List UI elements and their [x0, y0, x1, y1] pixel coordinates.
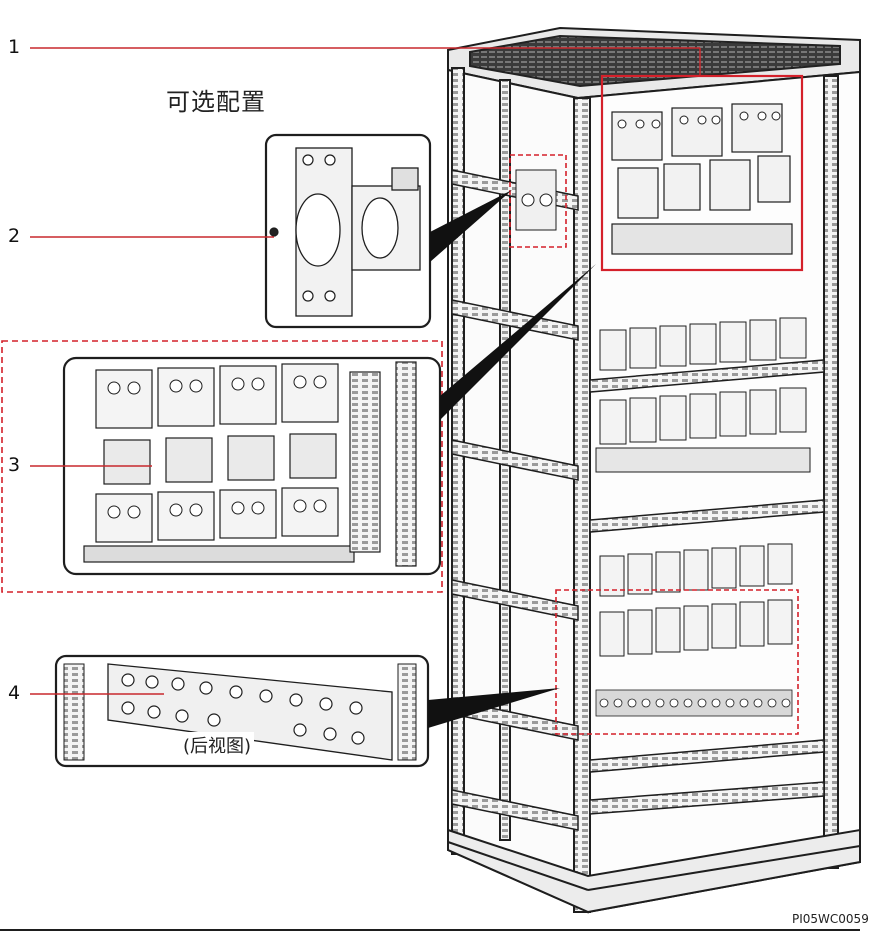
callout-number-3: 3 — [8, 454, 21, 476]
inset-2-pointer — [430, 190, 512, 262]
inset-3-pointer — [440, 264, 596, 420]
bottom-terminals — [595, 689, 793, 717]
callout-4-highlight — [555, 589, 799, 735]
callout-number-4: 4 — [8, 682, 21, 704]
inset-3-fuse-drawing — [83, 361, 417, 567]
front-post-left — [573, 97, 591, 913]
fuse-row-lower — [599, 543, 793, 657]
figure-id: PI05WC0059 — [792, 912, 869, 926]
inset-2-panel — [264, 133, 512, 329]
optional-config-title: 可选配置 — [166, 88, 266, 116]
cabinet-base — [447, 828, 861, 914]
rear-view-caption: (后视图) — [180, 732, 255, 758]
side-breaker — [515, 169, 557, 231]
callout-number-2: 2 — [8, 225, 21, 247]
bottom-terminal-bolts — [599, 698, 791, 708]
fuse-row-upper — [595, 317, 811, 473]
callout-number-1: 1 — [8, 36, 21, 58]
callout-3-dashed-frame — [1, 340, 443, 593]
inset-2-breaker-drawing — [295, 147, 421, 317]
inset-4-panel — [54, 654, 560, 768]
top-switch-bolts — [617, 111, 781, 129]
top-switch-block — [611, 103, 793, 255]
inset-3-panel — [62, 264, 596, 576]
inset-4-pointer — [428, 688, 560, 728]
callout-1-highlight — [600, 74, 804, 272]
front-post-right — [823, 75, 839, 869]
front-rails — [589, 359, 825, 815]
callout-2-highlight — [509, 154, 567, 248]
